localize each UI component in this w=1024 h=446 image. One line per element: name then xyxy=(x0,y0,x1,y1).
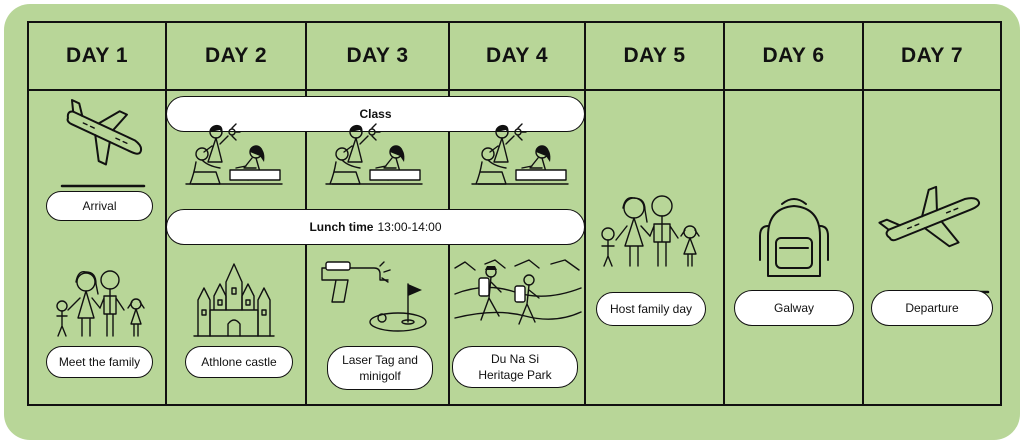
runway-line xyxy=(60,175,146,188)
itinerary-table xyxy=(27,21,1002,406)
plane-takeoff-icon xyxy=(878,184,990,254)
header-divider xyxy=(27,89,1002,91)
family-icon xyxy=(596,194,706,268)
activity-laser-tag-minigolf: Laser Tag and minigolf xyxy=(327,346,433,390)
plane-landing-icon xyxy=(56,99,148,166)
class-label: Class xyxy=(359,107,392,121)
classroom-icon xyxy=(325,122,423,186)
activity-athlone-castle: Athlone castle xyxy=(185,346,293,378)
runway-line xyxy=(882,281,990,294)
lunch-label: Lunch time xyxy=(309,220,374,234)
hikers-icon xyxy=(454,258,582,342)
day-1-header: DAY 1 xyxy=(65,44,129,67)
activity-host-family-day: Host family day xyxy=(596,292,706,326)
classroom-icon xyxy=(185,122,283,186)
day-5-header: DAY 5 xyxy=(623,44,686,67)
day-4-header: DAY 4 xyxy=(485,44,549,67)
day-3-header: DAY 3 xyxy=(346,44,409,67)
column-divider xyxy=(165,21,167,406)
backpack-icon xyxy=(758,196,830,282)
castle-icon xyxy=(190,260,278,338)
column-divider xyxy=(862,21,864,406)
activity-arrival: Arrival xyxy=(46,191,153,221)
family-icon xyxy=(52,268,150,338)
activity-departure: Departure xyxy=(871,290,993,326)
activity-du-na-si: Du Na Si Heritage Park xyxy=(452,346,578,388)
activity-meet-family: Meet the family xyxy=(46,346,153,378)
classroom-icon xyxy=(471,122,569,186)
column-divider xyxy=(723,21,725,406)
day-7-header: DAY 7 xyxy=(900,44,964,67)
day-2-header: DAY 2 xyxy=(204,44,268,67)
activity-galway: Galway xyxy=(734,290,854,326)
laser-tag-golf-icon xyxy=(318,258,430,334)
lunch-bar: Lunch time 13:00-14:00 xyxy=(166,209,585,245)
column-divider xyxy=(584,21,586,406)
day-6-header: DAY 6 xyxy=(762,44,825,67)
lunch-time: 13:00-14:00 xyxy=(377,220,442,234)
